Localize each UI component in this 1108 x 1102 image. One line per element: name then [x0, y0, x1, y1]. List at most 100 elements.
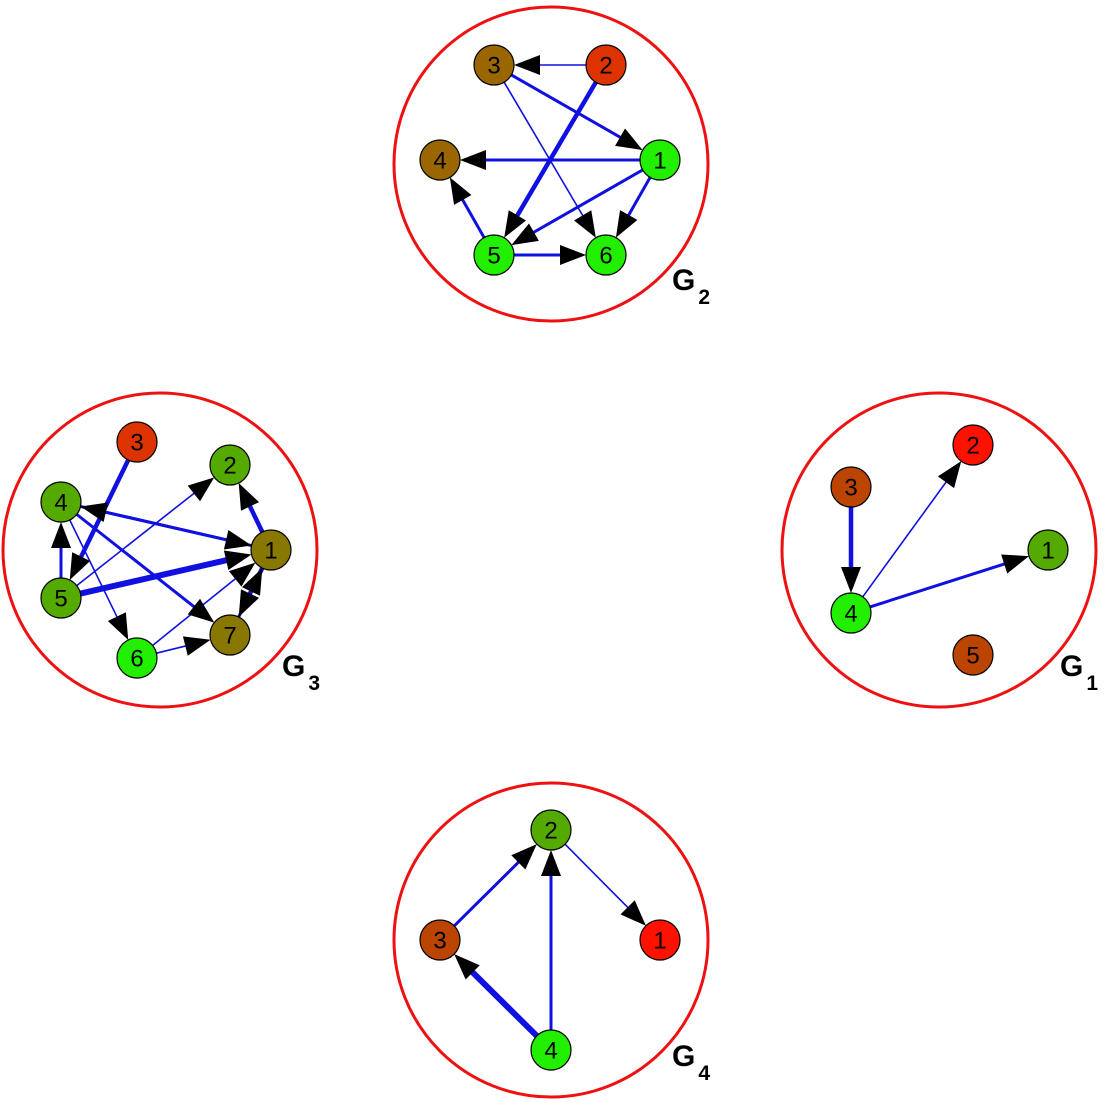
node-label: 4 — [544, 1038, 557, 1065]
node-circle — [250, 529, 292, 571]
node-3: 3 — [830, 466, 872, 508]
group-label: G3 — [282, 650, 320, 695]
group-frame — [1, 391, 319, 709]
node-circle — [639, 919, 681, 961]
group-label-letter: G — [672, 1040, 695, 1073]
arrowhead-4-to-3 — [454, 954, 480, 980]
group-frame — [780, 391, 1098, 709]
node-label: 4 — [54, 490, 67, 517]
edge-4-to-6 — [69, 519, 119, 619]
edge-1-to-5 — [531, 168, 644, 235]
node-1: 1 — [639, 139, 681, 181]
group-label-letter: G — [1060, 650, 1083, 683]
group-label: G1 — [1060, 650, 1098, 695]
node-circle — [530, 1029, 572, 1071]
node-circle — [585, 234, 627, 276]
node-label: 1 — [264, 538, 277, 565]
node-circle — [830, 466, 872, 508]
edge-4-to-2 — [862, 480, 948, 598]
node-label: 3 — [844, 475, 857, 502]
arrowhead-1-to-6 — [615, 210, 638, 238]
arrowhead-4-to-6 — [107, 612, 129, 641]
node-circle — [116, 421, 158, 463]
node-1: 1 — [1027, 529, 1069, 571]
node-5: 5 — [952, 634, 994, 676]
arrowhead-5-to-6 — [560, 245, 586, 265]
edge-4-to-1 — [869, 561, 1007, 609]
group-frame — [392, 5, 710, 323]
arrowhead-1-to-4 — [80, 502, 109, 522]
node-label: 2 — [966, 433, 979, 460]
arrowhead-2-to-3 — [514, 55, 540, 75]
node-circle — [473, 44, 515, 86]
arrowhead-4-to-1 — [1001, 554, 1029, 574]
group-label-letter: G — [672, 264, 695, 297]
node-circle — [1027, 529, 1069, 571]
edge-5-to-2 — [76, 491, 196, 587]
edge-1-to-2 — [247, 503, 265, 533]
arrowhead-3-to-5 — [69, 552, 91, 581]
node-label: 1 — [1041, 538, 1054, 565]
node-1: 1 — [250, 529, 292, 571]
arrowhead-1-to-2 — [238, 483, 259, 511]
arrowhead-4-to-2 — [541, 850, 561, 876]
node-label: 3 — [433, 928, 446, 955]
edge-2-to-1 — [564, 843, 630, 910]
node-2: 2 — [209, 444, 251, 486]
node-label: 3 — [487, 53, 500, 80]
node-label: 4 — [844, 601, 857, 628]
node-label: 5 — [487, 243, 500, 270]
arrowhead-2-to-1 — [620, 900, 646, 926]
edge-3-to-1 — [510, 73, 623, 140]
node-6: 6 — [585, 234, 627, 276]
node-label: 2 — [223, 453, 236, 480]
node-label: 3 — [130, 430, 143, 457]
node-circle — [639, 139, 681, 181]
edge-6-to-7 — [156, 644, 188, 654]
node-label: 2 — [544, 818, 557, 845]
arrowhead-4-to-1 — [223, 530, 252, 550]
node-circle — [473, 234, 515, 276]
node-7: 7 — [209, 614, 251, 656]
arrowhead-5-to-4 — [449, 177, 472, 205]
nodes: 1 2 3 4 5 — [830, 424, 1069, 676]
node-5: 5 — [40, 577, 82, 619]
node-circle — [530, 809, 572, 851]
edge-4-to-3 — [469, 968, 539, 1039]
node-2: 2 — [530, 809, 572, 851]
group-label-letter: G — [282, 650, 305, 683]
node-2: 2 — [952, 424, 994, 466]
node-circle — [419, 139, 461, 181]
node-4: 4 — [419, 139, 461, 181]
group-frame — [392, 781, 710, 1099]
group-label-subscript: 3 — [308, 672, 320, 695]
arrowhead-1-to-5 — [511, 223, 539, 246]
node-label: 1 — [653, 148, 666, 175]
edge-1-to-6 — [626, 176, 652, 218]
node-4: 4 — [40, 481, 82, 523]
node-circle — [419, 919, 461, 961]
arrowheads — [841, 461, 1029, 593]
node-label: 5 — [54, 586, 67, 613]
node-4: 4 — [830, 592, 872, 634]
node-circle — [952, 634, 994, 676]
node-label: 4 — [433, 148, 446, 175]
arrowhead-3-to-6 — [574, 210, 596, 238]
arrowhead-5-to-1 — [223, 550, 252, 570]
edge-3-to-2 — [453, 859, 521, 927]
arrowheads — [454, 844, 646, 980]
node-1: 1 — [639, 919, 681, 961]
node-circle — [40, 481, 82, 523]
arrowhead-4-to-2 — [937, 461, 962, 489]
arrowhead-2-to-5 — [504, 210, 526, 238]
arrowhead-5-to-4 — [51, 522, 71, 548]
arrowhead-1-to-7 — [238, 589, 259, 617]
nodes: 1 2 3 4 — [419, 809, 681, 1071]
node-circle — [585, 44, 627, 86]
group-label-subscript: 1 — [1086, 672, 1098, 695]
